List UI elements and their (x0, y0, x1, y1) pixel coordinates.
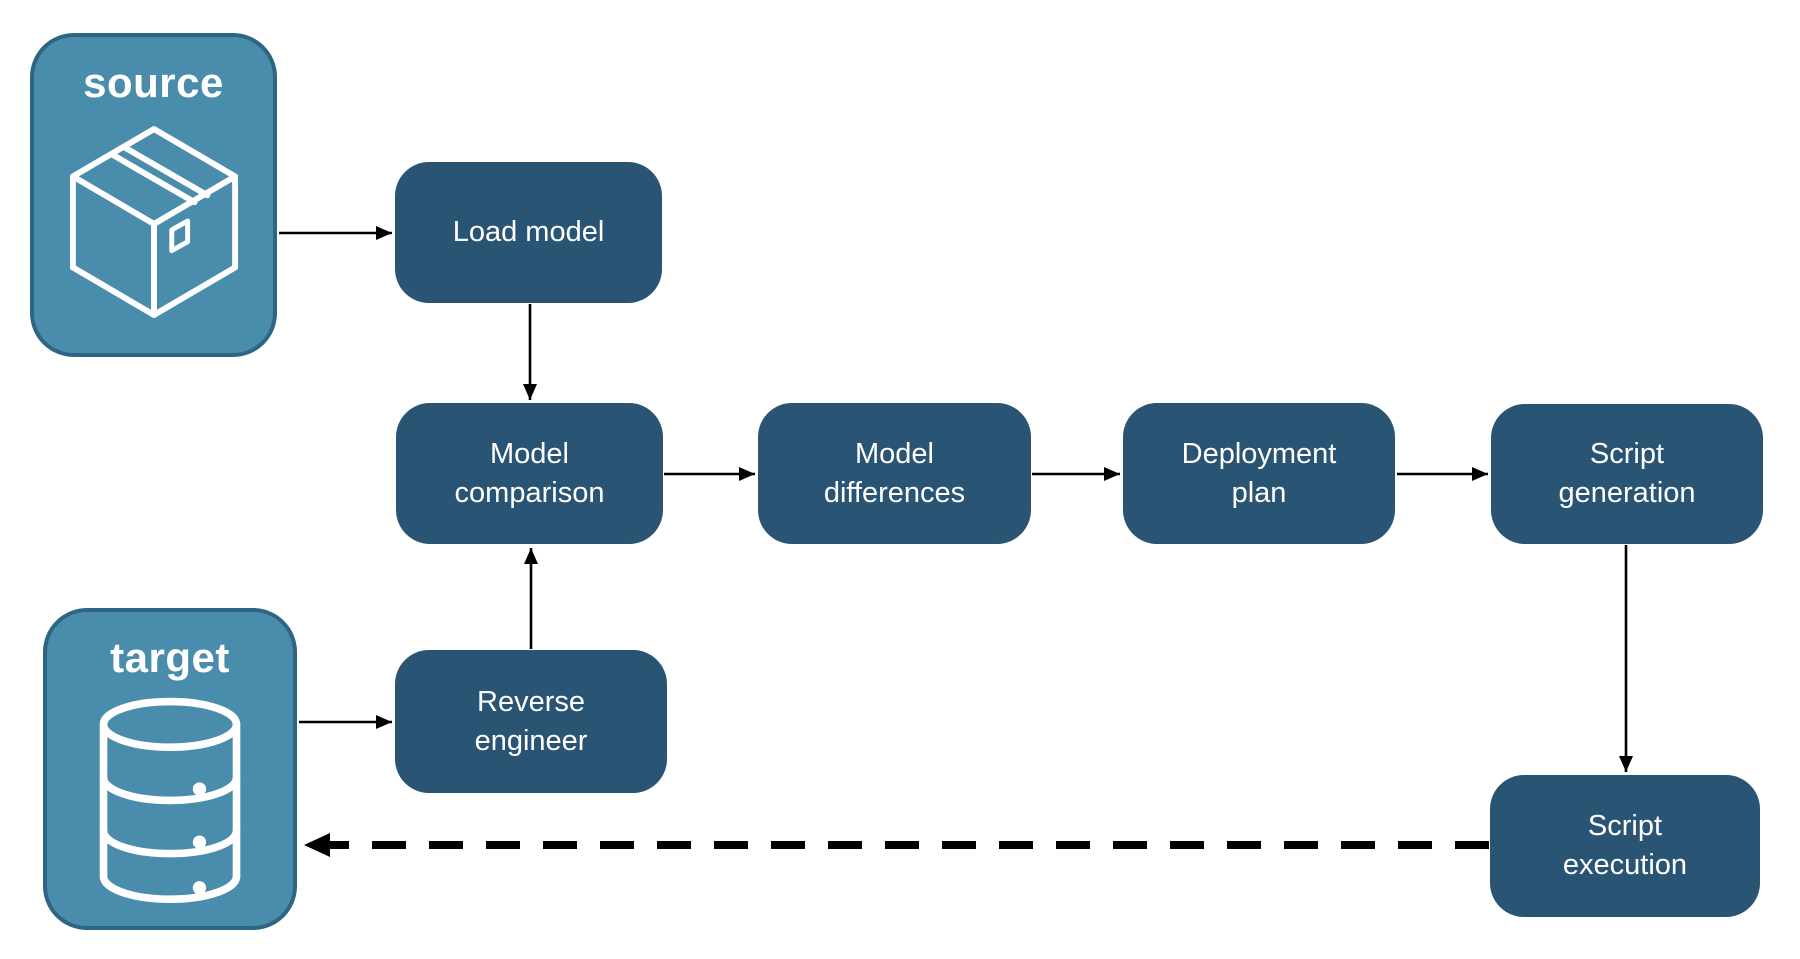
node-script-execution: Script execution (1490, 775, 1760, 917)
node-load-model: Load model (395, 162, 662, 303)
node-model-comparison: Model comparison (396, 403, 663, 544)
database-divider-1 (99, 773, 241, 805)
database-walls (99, 720, 241, 881)
package-icon (69, 126, 238, 318)
entity-source-label: source (83, 59, 224, 106)
entity-source: source (30, 33, 277, 357)
package-tape (109, 144, 210, 206)
node-reverse-engineer: Reverse engineer (395, 650, 667, 793)
database-icon (99, 697, 241, 903)
entity-target: target (43, 608, 297, 930)
node-deployment-plan: Deployment plan (1123, 403, 1395, 544)
database-dot-1 (192, 782, 207, 796)
node-label: Script execution (1562, 810, 1688, 881)
database-dot-2 (192, 835, 207, 849)
entity-target-label: target (110, 634, 230, 681)
package-label (168, 218, 190, 254)
node-label: Deployment plan (1181, 437, 1337, 509)
node-label: Script generation (1558, 438, 1696, 509)
database-bottom (99, 872, 241, 903)
node-label: Model comparison (454, 437, 605, 509)
database-divider-2 (99, 827, 241, 858)
database-top (99, 697, 241, 751)
database-dot-3 (192, 881, 207, 895)
node-label: Model differences (823, 437, 966, 509)
node-model-differences: Model differences (758, 403, 1031, 544)
node-script-generation: Script generation (1491, 404, 1763, 544)
package-edges (69, 173, 238, 318)
node-label: Reverse engineer (474, 685, 588, 757)
node-label: Load model (452, 216, 605, 248)
